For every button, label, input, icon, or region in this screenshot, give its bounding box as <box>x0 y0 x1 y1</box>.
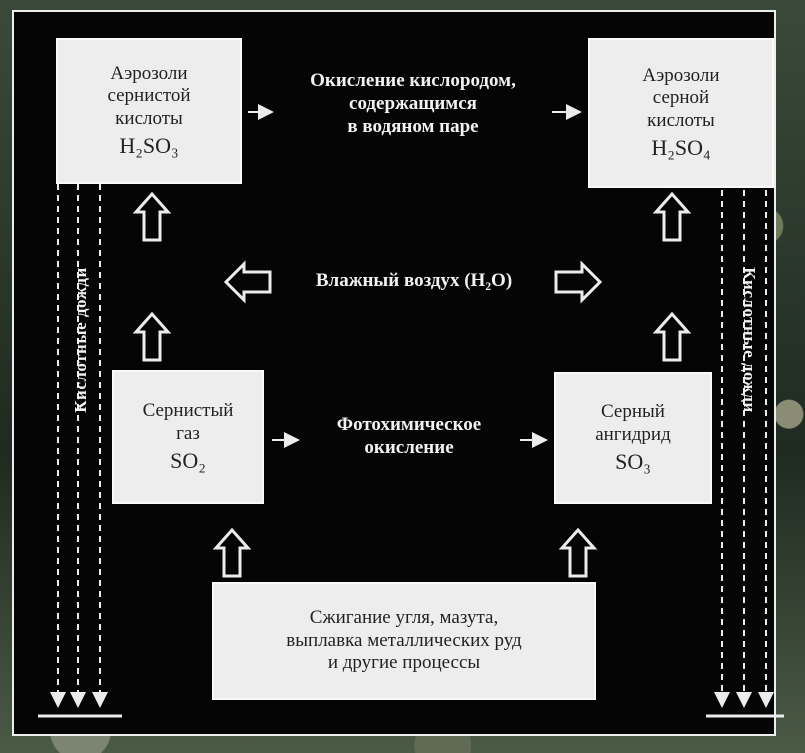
box-so2-line-1: Сернистый <box>142 400 234 421</box>
box-so3-line-2: ангидрид <box>595 423 671 445</box>
right-arrow-humid <box>554 260 603 304</box>
box-so2: Сернистый газ SO₂ <box>112 370 264 504</box>
box-h2so3: Аэрозоли сернистой кислоты H₂SO₃ <box>56 38 242 184</box>
box-h2so3-formula: H₂SO₃ <box>119 133 179 158</box>
box-so2-line-2: газ <box>176 422 200 444</box>
box-sources-line-1: Сжигание угля, мазута, <box>309 606 499 628</box>
box-h2so3-line-2: сернистой <box>107 85 191 107</box>
box-h2so3-line-1: Аэрозоли <box>110 62 188 84</box>
label-humid-air: Влажный воздух (H₂O) <box>315 270 513 291</box>
label-photochemical-line-1: Фотохимическое <box>336 414 482 435</box>
label-oxygen-oxidation-line-3: в водяном паре <box>347 115 479 137</box>
block-arrows <box>132 191 692 578</box>
box-h2so4: Аэрозоли серной кислоты H₂SO₄ <box>588 38 774 188</box>
up-arrow-left-bottom <box>212 527 252 578</box>
label-photochemical: Фотохимическое окисление <box>302 414 516 460</box>
left-arrow-humid <box>223 260 272 304</box>
box-h2so4-formula: H₂SO₄ <box>651 135 711 160</box>
box-sources: Сжигание угля, мазута, выплавка металлич… <box>212 582 596 700</box>
box-h2so4-line-2: серной <box>652 87 710 109</box>
up-arrow-right-mid <box>652 311 692 362</box>
box-h2so4-line-3: кислоты <box>647 110 715 132</box>
right-rain-lines <box>714 190 774 708</box>
box-so3-line-1: Серный <box>601 401 665 422</box>
left-rain-lines <box>50 184 108 708</box>
box-so3-formula: SO₃ <box>615 448 651 474</box>
up-arrow-left-top <box>132 191 172 242</box>
label-photochemical-line-2: окисление <box>364 436 454 458</box>
box-sources-line-2: выплавка металлических руд <box>286 629 522 651</box>
box-h2so3-line-3: кислоты <box>115 108 183 130</box>
box-sources-line-3: и другие процессы <box>327 652 481 674</box>
box-so2-formula: SO₂ <box>170 447 206 473</box>
label-oxygen-oxidation: Окисление кислородом, содержащимся в вод… <box>278 70 548 138</box>
up-arrow-left-mid <box>132 311 172 362</box>
label-oxygen-oxidation-line-2: содержащимся <box>349 92 477 114</box>
box-h2so4-line-1: Аэрозоли <box>642 64 720 86</box>
up-arrow-right-top <box>652 191 692 242</box>
box-so3: Серный ангидрид SO₃ <box>554 372 712 504</box>
side-acid-rain-left: Кислотные дожди <box>71 267 90 413</box>
up-arrow-right-bottom <box>558 527 598 578</box>
label-oxygen-oxidation-line-1: Окисление кислородом, <box>310 70 516 91</box>
side-acid-rain-right: Кислотные дожди <box>740 267 759 413</box>
